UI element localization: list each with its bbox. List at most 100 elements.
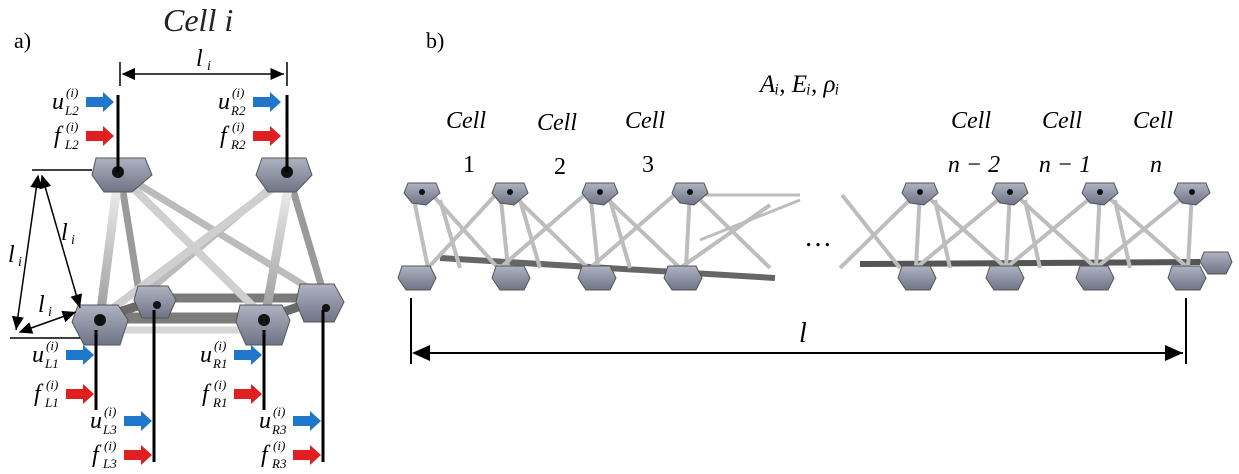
svg-text:(i): (i) [104,438,116,453]
load-labels: u(i)L2 f(i)L2 u(i)R2 f(i)R2 u(i)L1 f(i)L… [32,85,287,471]
cell-label-n-2: Cell n − 2 [948,108,1000,178]
cell-label-2: Cell 2 [537,110,577,180]
svg-text:Cell: Cell [446,108,486,134]
svg-text:u: u [32,342,44,368]
label-f-L2: f(i) L2 [54,119,79,152]
svg-text:L3: L3 [102,422,117,437]
ellipsis: … [804,222,832,253]
svg-text:(i): (i) [214,338,226,353]
truss-left-segment [397,182,801,291]
dim-left-outer-label: l [8,242,15,268]
svg-text:n − 1: n − 1 [1039,152,1091,178]
arrow-f-R2 [253,126,281,146]
arrow-f-L1 [66,384,94,404]
label-u-R3: u(i) R3 [259,404,287,437]
label-f-R2: f(i) R2 [220,119,246,152]
label-u-L2: u(i) L2 [52,85,79,118]
svg-text:(i): (i) [232,119,244,134]
svg-text:R2: R2 [230,137,246,152]
length-dimension: l [410,298,1187,364]
svg-text:L1: L1 [44,356,59,371]
svg-text:L2: L2 [64,137,79,152]
dim-left-inner-sub: i [71,233,75,248]
svg-text:Cell: Cell [625,108,665,134]
label-f-L3: f(i) L3 [92,438,117,471]
svg-text:u: u [200,342,212,368]
panel-b-label: b) [426,28,445,53]
label-u-L1: u(i) L1 [32,338,59,371]
arrow-u-L2 [86,92,114,112]
dim-left-inner-label: l [61,220,68,246]
svg-text:u: u [52,89,64,115]
panel-a-label: a) [14,28,32,53]
cell-label-n: Cell n [1133,108,1173,178]
truss-right-segment [828,182,1233,291]
dimension-top-li: l i [119,46,288,86]
svg-text:1: 1 [463,152,475,178]
svg-text:R3: R3 [271,456,287,471]
label-f-L1: f(i) L1 [34,377,59,410]
cell-label-1: Cell 1 [446,108,486,178]
arrow-u-R3 [293,411,321,431]
svg-text:n − 2: n − 2 [948,152,1000,178]
svg-text:Cell: Cell [537,110,577,136]
dim-top-label: l [196,46,203,72]
svg-text:R3: R3 [271,422,287,437]
svg-text:L3: L3 [102,456,117,471]
svg-text:(i): (i) [46,377,58,392]
label-u-R1: u(i) R1 [200,338,227,371]
svg-text:f: f [54,123,64,149]
cell-labels: Cell 1 Cell 2 Cell 3 Cell n − 2 Cell n − 1 Ce… [446,108,1173,180]
cell-label-3: Cell 3 [625,108,665,178]
cell-i-title: Cell i [163,2,234,38]
svg-text:f: f [34,381,44,407]
svg-text:R1: R1 [212,395,227,410]
svg-text:Cell: Cell [1133,108,1173,134]
svg-text:(i): (i) [66,119,78,134]
arrow-u-R1 [234,345,262,365]
svg-text:(i): (i) [46,338,58,353]
svg-text:R2: R2 [230,103,246,118]
svg-text:u: u [218,89,230,115]
dim-left-bottom-sub: i [48,305,52,320]
label-u-R2: u(i) R2 [218,85,246,118]
cell-label-n-1: Cell n − 1 [1039,108,1091,178]
arrow-u-L1 [66,345,94,365]
svg-text:u: u [90,408,102,434]
svg-text:Cell: Cell [1042,108,1082,134]
dimension-left: l i l i l i [8,169,92,339]
arrow-u-L3 [124,411,152,431]
arrow-f-L2 [86,126,114,146]
svg-text:(i): (i) [104,404,116,419]
label-f-R1: f(i) R1 [202,377,227,410]
arrow-f-R1 [234,384,262,404]
svg-text:f: f [220,123,230,149]
length-label: l [799,318,807,349]
svg-text:Cell: Cell [951,108,991,134]
dim-left-outer-sub: i [18,255,22,270]
svg-text:3: 3 [642,152,654,178]
svg-text:L2: L2 [64,103,79,118]
svg-text:(i): (i) [232,85,244,100]
arrow-u-R2 [253,92,281,112]
svg-text:R1: R1 [212,356,227,371]
svg-text:u: u [259,408,271,434]
svg-text:f: f [261,442,271,468]
svg-text:n: n [1150,152,1162,178]
dim-left-bottom-label: l [38,292,45,318]
arrow-f-L3 [124,445,152,465]
svg-text:f: f [92,442,102,468]
svg-text:f: f [202,381,212,407]
svg-text:(i): (i) [273,438,285,453]
load-arrows [66,92,321,465]
svg-text:2: 2 [554,154,566,180]
cell-i-structure [71,157,345,346]
svg-text:(i): (i) [273,404,285,419]
label-f-R3: f(i) R3 [261,438,287,471]
svg-text:(i): (i) [66,85,78,100]
svg-text:L1: L1 [44,395,59,410]
svg-text:(i): (i) [214,377,226,392]
dim-top-sub: i [207,59,211,74]
